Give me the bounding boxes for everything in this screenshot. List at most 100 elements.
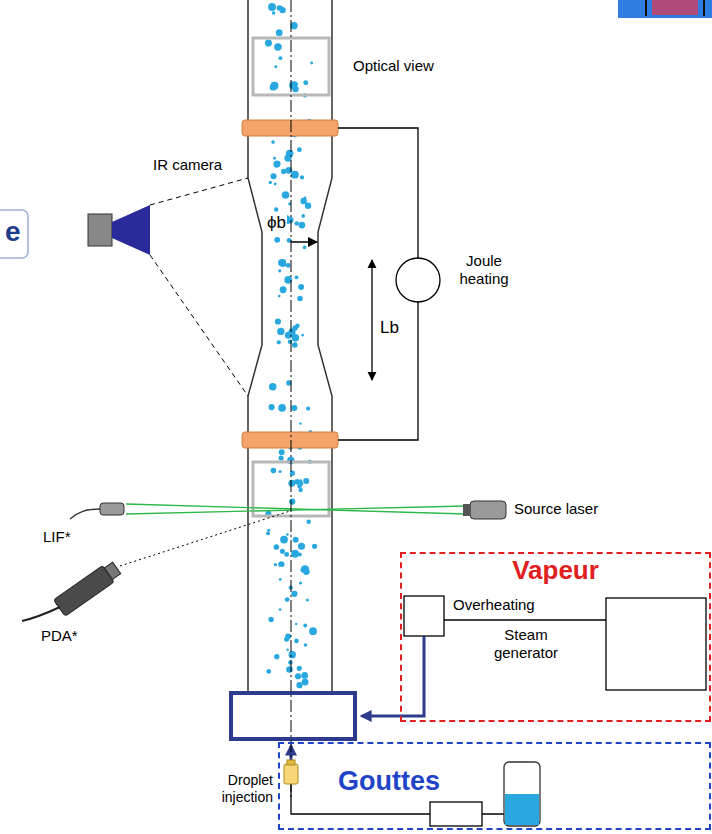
droplet [292, 86, 298, 92]
pda-probe [22, 511, 290, 621]
droplet [286, 533, 289, 536]
droplet [268, 617, 273, 622]
probe-label: LIF* [42, 528, 72, 546]
droplet [280, 549, 285, 554]
droplet [265, 40, 272, 47]
droplet [312, 544, 317, 549]
droplet [281, 169, 286, 174]
droplet [288, 279, 291, 282]
droplet [273, 157, 276, 160]
droplet [274, 237, 280, 243]
droplet [267, 529, 270, 532]
droplet [291, 405, 297, 411]
camera-label: IR camera [152, 156, 223, 174]
droplet [266, 669, 271, 674]
droplet [280, 261, 286, 267]
droplet [310, 62, 313, 65]
droplet [291, 171, 299, 179]
droplet [274, 43, 282, 51]
droplet [278, 269, 281, 272]
ir-camera [88, 178, 248, 396]
droplet [286, 649, 289, 652]
window-label: Optical view [352, 57, 435, 75]
droplet [297, 484, 302, 489]
droplet [292, 334, 300, 342]
droplet [304, 643, 307, 646]
electrode-flange [242, 120, 338, 136]
droplet [278, 295, 281, 298]
length-arrow [371, 260, 372, 380]
droplet [295, 673, 301, 679]
droplet [303, 246, 307, 250]
droplet [295, 275, 299, 279]
laser-label: Source laser [513, 500, 599, 518]
power-source [396, 258, 440, 302]
droplet [268, 404, 274, 410]
axis-line [291, 0, 292, 800]
droplet [303, 568, 310, 575]
droplet [279, 561, 284, 566]
droplet [298, 543, 305, 550]
tube-wall [318, 0, 332, 693]
droplet [291, 550, 299, 558]
droplet [288, 339, 292, 343]
droplet [306, 519, 310, 523]
droplet [273, 161, 279, 167]
droplet [279, 455, 284, 460]
droplet [279, 608, 282, 611]
droplet [274, 65, 277, 68]
droplet [269, 383, 276, 390]
injector-label: Droplet injection [202, 772, 274, 806]
injection-nozzle [284, 760, 298, 784]
region-heading: Vapeur [402, 556, 709, 586]
injection-chamber [231, 693, 355, 739]
diameter-label: ϕb [266, 213, 287, 233]
droplet [274, 160, 281, 167]
droplet [303, 478, 309, 484]
droplet [300, 175, 304, 179]
droplet [271, 140, 275, 144]
droplet [292, 342, 298, 348]
droplet [299, 422, 302, 425]
droplet [269, 181, 272, 184]
logo-letter: e [4, 215, 22, 249]
droplet [274, 207, 278, 211]
droplet [285, 634, 291, 640]
droplet [279, 470, 282, 473]
droplet [280, 536, 288, 544]
droplet [288, 660, 293, 665]
droplet [299, 582, 302, 585]
droplet [279, 449, 285, 455]
droplet [278, 404, 286, 412]
droplet [282, 191, 290, 199]
droplet [286, 263, 291, 268]
droplet [274, 544, 280, 550]
droplet [297, 296, 303, 302]
droplet [289, 498, 295, 504]
droplet [286, 666, 293, 673]
droplet [270, 173, 276, 179]
droplet [286, 150, 294, 158]
droplet [289, 651, 296, 658]
droplet [294, 639, 299, 644]
droplet-region: Gouttes [278, 742, 711, 830]
droplet [309, 627, 317, 635]
droplet [303, 624, 307, 628]
length-label: Lb [379, 318, 400, 338]
steam-system [362, 596, 706, 716]
droplet [288, 480, 295, 487]
droplet [291, 591, 297, 597]
droplet [278, 329, 283, 334]
droplet [296, 682, 302, 688]
droplet [298, 488, 302, 492]
droplet [274, 654, 279, 659]
droplet [274, 563, 277, 566]
droplet [293, 537, 299, 543]
droplet [277, 328, 284, 335]
droplet [277, 340, 281, 344]
